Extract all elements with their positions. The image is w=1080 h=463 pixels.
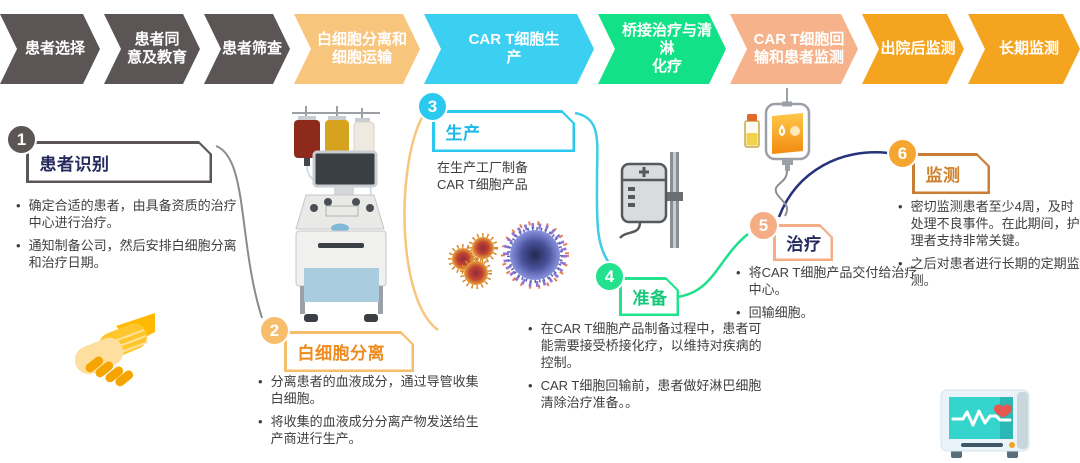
stage-label: 患者选择 bbox=[24, 40, 85, 57]
bullet-item: 将收集的血液成分分离产物发送给生产商进行生产。 bbox=[258, 413, 488, 447]
stage-label: CAR T细胞回 输和患者监测 bbox=[753, 31, 845, 66]
step-3-badge: 3 bbox=[417, 91, 448, 122]
step-6-title: 监测 bbox=[925, 166, 961, 185]
step-5-title-box: 治疗 bbox=[773, 224, 833, 261]
stage-chevron-apheresis-transport: 白细胞分离和 细胞运输 bbox=[294, 14, 420, 84]
stage-chevron-infusion-monitoring: CAR T细胞回 输和患者监测 bbox=[730, 14, 858, 84]
cell-cluster-icon bbox=[443, 213, 573, 310]
step-4-badge: 4 bbox=[594, 261, 625, 292]
bullet-item: 通知制备公司，然后安排白细胞分离和治疗日期。 bbox=[16, 237, 240, 271]
bullet-text: 分离患者的血液成分，通过导管收集白细胞。 bbox=[270, 374, 479, 406]
step-3-title-box: 生产 bbox=[432, 110, 575, 152]
step-6-badge: 6 bbox=[887, 138, 918, 169]
bullet-item: 将CAR T细胞产品交付给治疗中心。 bbox=[736, 264, 928, 298]
medicine-vial-icon bbox=[744, 114, 760, 148]
step-2-badge: 2 bbox=[259, 315, 290, 346]
stage-label: 患者同 意及教育 bbox=[126, 31, 187, 66]
handshake-icon bbox=[60, 312, 155, 407]
step-6-title-box: 监测 bbox=[912, 153, 990, 194]
step-1-badge: 1 bbox=[6, 124, 37, 155]
bullet-text: CAR T细胞回输前，患者做好淋巴细胞清除治疗准备。。 bbox=[540, 378, 762, 410]
step-3-description: 在生产工厂制备 CAR T细胞产品 bbox=[437, 160, 529, 192]
stage-label: 患者筛查 bbox=[222, 40, 283, 57]
bullet-item: CAR T细胞回输前，患者做好淋巴细胞清除治疗准备。。 bbox=[528, 377, 762, 411]
bullet-item: 确定合适的患者，由具备资质的治疗中心进行治疗。 bbox=[16, 197, 240, 231]
stage-label: 白细胞分离和 细胞运输 bbox=[316, 31, 407, 66]
car-t-cell bbox=[501, 221, 569, 289]
stage-chevron-bridging-therapy: 桥接治疗与清淋 化疗 bbox=[598, 14, 726, 84]
step-1-title: 患者识别 bbox=[39, 154, 110, 174]
process-stage-banner: 患者选择 患者同 意及教育 患者筛查 白细胞分离和 细胞运输 CAR T细胞生 … bbox=[0, 14, 1080, 84]
step-1-title-box: 患者识别 bbox=[26, 141, 212, 183]
step-4-notes: 在CAR T细胞产品制备过程中，患者可能需要接受桥接化疗，以维持对疾病的控制。 … bbox=[528, 320, 762, 417]
bullet-text: 密切监测患者至少4周，及时处理不良事件。在此期间，护理者支持非常关键。 bbox=[910, 199, 1080, 248]
stage-chevron-consent-education: 患者同 意及教育 bbox=[104, 14, 200, 84]
iv-bag-icon bbox=[740, 88, 822, 225]
stage-label: 出院后监测 bbox=[880, 40, 956, 57]
stage-label: CAR T细胞生 产 bbox=[468, 31, 560, 66]
patient-monitor-icon bbox=[933, 386, 1038, 463]
bullet-item: 之后对患者进行长期的定期监测。 bbox=[898, 255, 1080, 289]
step-1-notes: 确定合适的患者，由具备资质的治疗中心进行治疗。 通知制备公司，然后安排白细胞分离… bbox=[16, 197, 240, 277]
bullet-text: 将CAR T细胞产品交付给治疗中心。 bbox=[748, 265, 918, 297]
stage-label: 桥接治疗与清淋 化疗 bbox=[621, 22, 712, 75]
step-2-title: 白细胞分离 bbox=[297, 344, 385, 363]
bullet-text: 回输细胞。 bbox=[748, 305, 814, 320]
stage-label: 长期监测 bbox=[998, 40, 1059, 57]
infusion-pump-icon bbox=[610, 152, 705, 267]
stage-chevron-screening: 患者筛查 bbox=[204, 14, 290, 84]
stage-chevron-manufacturing: CAR T细胞生 产 bbox=[424, 14, 594, 84]
bullet-item: 在CAR T细胞产品制备过程中，患者可能需要接受桥接化疗，以维持对疾病的控制。 bbox=[528, 320, 762, 371]
step-4-title: 准备 bbox=[632, 289, 668, 308]
bullet-item: 分离患者的血液成分，通过导管收集白细胞。 bbox=[258, 373, 488, 407]
step-5-notes: 将CAR T细胞产品交付给治疗中心。 回输细胞。 bbox=[736, 264, 928, 327]
bullet-text: 通知制备公司，然后安排白细胞分离和治疗日期。 bbox=[28, 238, 237, 270]
stage-chevron-long-term: 长期监测 bbox=[968, 14, 1080, 84]
step-3-title: 生产 bbox=[445, 123, 481, 143]
stage-chevron-patient-selection: 患者选择 bbox=[0, 14, 100, 84]
step-6-notes: 密切监测患者至少4周，及时处理不良事件。在此期间，护理者支持非常关键。 之后对患… bbox=[898, 198, 1080, 295]
bullet-item: 回输细胞。 bbox=[736, 304, 928, 321]
apheresis-machine-illustration bbox=[262, 96, 417, 329]
bullet-text: 将收集的血液成分分离产物发送给生产商进行生产。 bbox=[270, 414, 479, 446]
bullet-text: 确定合适的患者，由具备资质的治疗中心进行治疗。 bbox=[28, 198, 237, 230]
step-2-title-box: 白细胞分离 bbox=[284, 331, 414, 372]
step-5-badge: 5 bbox=[748, 210, 779, 241]
step-4-title-box: 准备 bbox=[619, 277, 679, 316]
cancer-cells bbox=[448, 233, 498, 289]
step-5-title: 治疗 bbox=[786, 235, 822, 254]
stage-chevron-post-discharge: 出院后监测 bbox=[862, 14, 964, 84]
bullet-text: 在CAR T细胞产品制备过程中，患者可能需要接受桥接化疗，以维持对疾病的控制。 bbox=[540, 321, 762, 370]
step-2-notes: 分离患者的血液成分，通过导管收集白细胞。 将收集的血液成分分离产物发送给生产商进… bbox=[258, 373, 488, 453]
bullet-text: 之后对患者进行长期的定期监测。 bbox=[910, 256, 1080, 288]
bullet-item: 密切监测患者至少4周，及时处理不良事件。在此期间，护理者支持非常关键。 bbox=[898, 198, 1080, 249]
